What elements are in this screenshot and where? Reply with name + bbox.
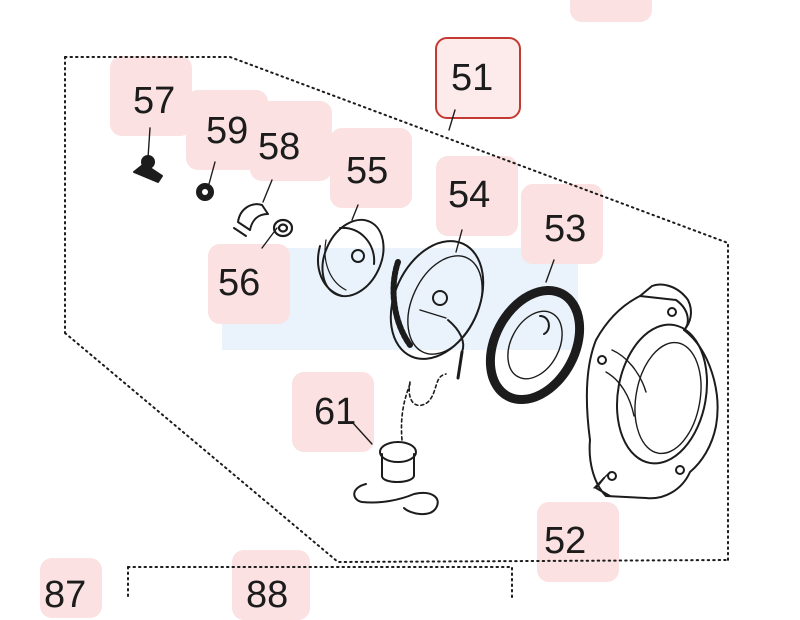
parts-diagram: 51 52 53 54 55 56 57 58 59 61 87 88 <box>40 0 729 620</box>
callout-87-label[interactable]: 87 <box>44 574 87 616</box>
assembly-boundary <box>64 56 729 600</box>
callout-54-highlight <box>436 156 518 236</box>
part-59-nut <box>196 183 214 201</box>
callout-51-selected-box[interactable] <box>435 37 521 119</box>
diagram-drawing <box>64 56 729 600</box>
part-61-rope-handle <box>353 373 447 515</box>
callout-56-highlight <box>208 244 290 324</box>
callout-53-label[interactable]: 53 <box>544 208 587 250</box>
part-53-spring <box>485 285 585 405</box>
callout-52-highlight <box>537 502 619 582</box>
callout-54-label[interactable]: 54 <box>448 174 491 216</box>
part-56-washer <box>272 218 294 238</box>
callout-partial-highlight <box>570 0 652 22</box>
callout-53-highlight <box>521 184 603 264</box>
callout-51-label[interactable]: 51 <box>451 57 494 99</box>
callout-59-label[interactable]: 59 <box>206 110 249 152</box>
callout-57-label[interactable]: 57 <box>133 80 176 122</box>
callout-61-label[interactable]: 61 <box>314 391 357 433</box>
callout-58-highlight <box>250 101 332 181</box>
callout-55-highlight <box>330 128 412 208</box>
callout-56-label[interactable]: 56 <box>218 262 261 304</box>
callout-61-highlight <box>292 372 374 452</box>
callout-88-label[interactable]: 88 <box>246 574 289 616</box>
part-52-housing <box>585 283 719 500</box>
part-58-clip <box>233 203 269 237</box>
part-55-spring-cup <box>317 218 385 298</box>
callout-57-highlight <box>110 56 192 136</box>
callout-55-label[interactable]: 55 <box>346 150 389 192</box>
part-54-reel <box>389 240 485 380</box>
part-57-screw <box>133 155 163 183</box>
callout-58-label[interactable]: 58 <box>258 126 301 168</box>
callout-52-label[interactable]: 52 <box>544 520 587 562</box>
